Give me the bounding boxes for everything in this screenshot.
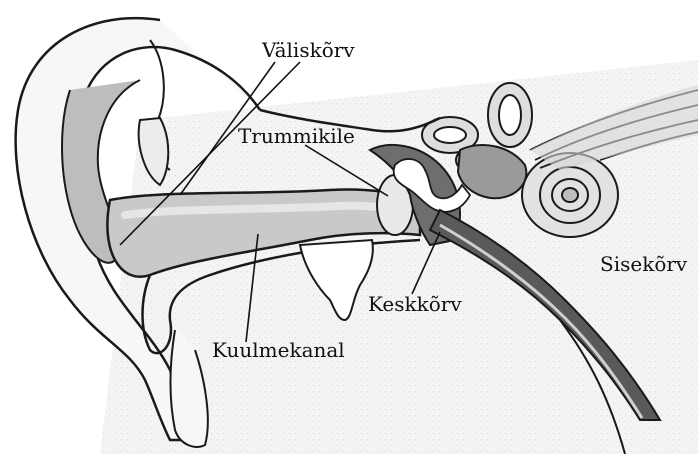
label-middle-ear: Keskkõrv bbox=[368, 294, 462, 314]
label-outer-ear: Väliskõrv bbox=[262, 40, 355, 60]
label-inner-ear: Sisekõrv bbox=[600, 254, 687, 274]
label-eardrum: Trummikile bbox=[238, 126, 355, 146]
label-ear-canal: Kuulmekanal bbox=[212, 340, 345, 360]
